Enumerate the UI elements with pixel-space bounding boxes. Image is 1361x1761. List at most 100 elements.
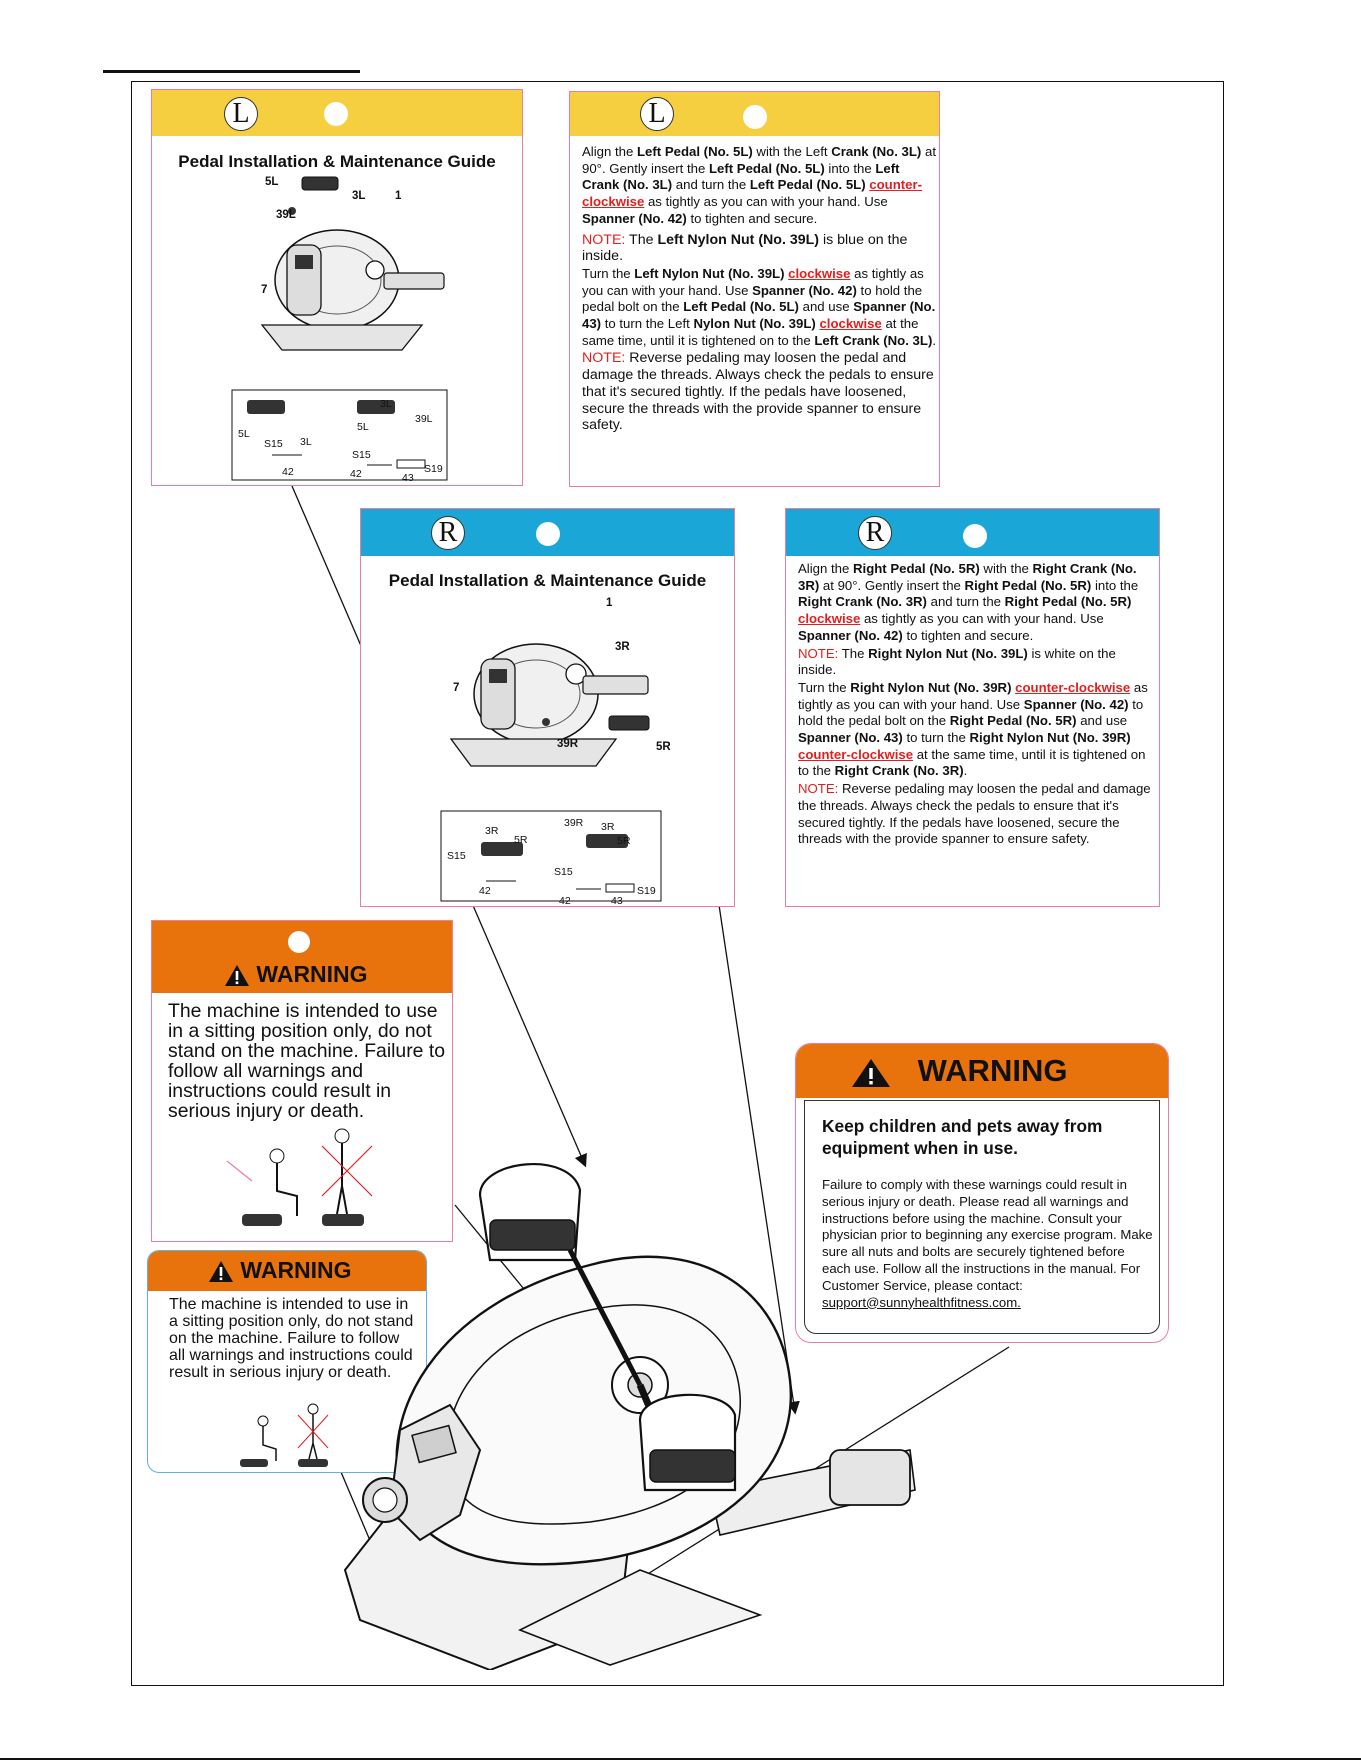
detail-label-43: 43: [402, 472, 414, 484]
seated-strike-line: [226, 1160, 253, 1182]
leader-right-guide: [718, 904, 800, 1415]
detail-label-5r: 5R: [514, 834, 528, 846]
detail-label-s19: S19: [424, 463, 443, 475]
warning-title-row: WARNING: [208, 1257, 352, 1284]
label-7: 7: [453, 682, 459, 694]
detail-pedal-a: [247, 400, 285, 414]
right-instructions-panel: R Align the Right Pedal (No. 5R) with th…: [785, 508, 1160, 907]
console-display: [411, 1424, 457, 1464]
standing-machine: [298, 1459, 328, 1467]
pedal-shape: [301, 176, 339, 191]
warning-inner-border: [804, 1100, 1160, 1334]
right-guide-panel: R Pedal Installation & Maintenance Guide…: [360, 508, 735, 907]
side-letter-badge: L: [640, 97, 674, 131]
warning-body: Failure to comply with these warnings co…: [822, 1177, 1157, 1311]
detail-label-3l: 3L: [300, 436, 312, 448]
warning-children-panel: WARNING Keep children and pets away from…: [795, 1043, 1169, 1343]
foot-plate: [449, 738, 618, 767]
detail-pedal-b: [586, 834, 628, 848]
right-pedal-illustration: 1 3R 7 39R 5R 3R 5R S15 42 39R 3R 5R S15…: [440, 597, 671, 904]
left-instructions-header: L: [570, 92, 939, 136]
instruction-paragraph-2: Turn the Right Nylon Nut (No. 39R) count…: [798, 679, 1148, 779]
instruction-paragraph-2: Turn the Left Nylon Nut (No. 39L) clockw…: [582, 265, 937, 348]
label-5l: 5L: [265, 176, 278, 188]
resistance-knob-center: [372, 1487, 398, 1513]
warning-sitting-small-panel: WARNING The machine is intended to use i…: [147, 1250, 427, 1473]
detail-label-43: 43: [611, 895, 623, 904]
circle-marker: [324, 102, 348, 126]
housing-inner-panel: [446, 1304, 741, 1525]
side-letter-badge: R: [431, 516, 465, 550]
under-desk-bike-illustration: [343, 1163, 916, 1670]
standing-cross-icon: [297, 1414, 329, 1449]
detail-label-3r-b: 3R: [601, 821, 615, 833]
detail-label-s15: S15: [447, 850, 466, 862]
left-pedal-illustration: 5L 3L 1 39L 7 5L S15 3L 42 3L 39L 5L S15…: [231, 176, 448, 484]
instruction-note-2: NOTE: Reverse pedaling may loosen the pe…: [582, 350, 934, 434]
circle-marker: [963, 524, 987, 548]
label-39r: 39R: [557, 738, 579, 750]
label-7: 7: [261, 284, 267, 296]
warning-title: WARNING: [256, 961, 368, 987]
warning-sitting-panel: WARNING The machine is intended to use i…: [151, 920, 453, 1242]
detail-label-39l: 39L: [415, 413, 433, 425]
support-email-link[interactable]: support@sunnyhealthfitness.com.: [822, 1294, 1021, 1310]
detail-label-42: 42: [479, 885, 491, 897]
detail-label-42-b: 42: [559, 895, 571, 904]
detail-label-3r: 3R: [485, 825, 499, 837]
left-guide-panel: L Pedal Installation & Maintenance Guide…: [151, 89, 523, 486]
seated-figure-body: [262, 1426, 277, 1461]
sitting-standing-pictogram: [240, 1403, 329, 1467]
crank-hub: [365, 260, 385, 280]
detail-label-3l-b: 3L: [380, 398, 392, 410]
label-3r: 3R: [615, 641, 630, 653]
seated-figure-head: [269, 1148, 285, 1164]
circle-marker: [743, 105, 767, 129]
detail-label-s19: S19: [637, 885, 656, 897]
detail-label-s15-b: S15: [554, 866, 573, 878]
detail-label-s15: S15: [264, 438, 283, 450]
left-pedal: [489, 1219, 576, 1251]
guide-title: Pedal Installation & Maintenance Guide: [178, 152, 496, 171]
circle-marker: [536, 522, 560, 546]
label-5r: 5R: [656, 741, 671, 753]
detail-label-5l-b: 5L: [357, 421, 369, 433]
nut-shape: [288, 207, 296, 215]
warning-headline: Keep children and pets away from equipme…: [822, 1116, 1103, 1158]
detail-label-5r-b: 5R: [617, 835, 631, 847]
warning-header: WARNING: [148, 1251, 426, 1291]
page-frame: [131, 81, 1224, 1686]
standing-figure-head: [307, 1403, 319, 1415]
warning-title: WARNING: [240, 1257, 352, 1283]
label-3l: 3L: [352, 190, 365, 202]
console-screen: [489, 669, 507, 683]
instruction-note-1: NOTE: The Right Nylon Nut (No. 39L) is w…: [798, 645, 1116, 678]
instruction-note-2: NOTE: Reverse pedaling may loosen the pe…: [798, 781, 1151, 847]
warning-text: The machine is intended to use in a sitt…: [169, 1296, 414, 1381]
detail-pedal-a: [481, 842, 523, 856]
detail-spanner-c: [605, 883, 635, 893]
warning-title: WARNING: [917, 1053, 1068, 1088]
standing-machine: [322, 1214, 364, 1226]
stabilizer-end-cap: [829, 1449, 911, 1506]
guide-title: Pedal Installation & Maintenance Guide: [388, 571, 707, 590]
pedal-shape: [608, 715, 650, 731]
right-instructions-header: R: [786, 509, 1159, 556]
instruction-note-1: NOTE: The Left Nylon Nut (No. 39L) is bl…: [582, 231, 908, 265]
foot-plate: [260, 324, 424, 351]
side-letter-badge: R: [858, 516, 892, 550]
detail-label-39r: 39R: [564, 817, 584, 829]
circle-marker: [288, 931, 310, 953]
detail-box: [440, 810, 662, 902]
detail-pedal-b: [357, 400, 395, 414]
detail-label-42: 42: [282, 466, 294, 478]
warning-header: WARNING: [152, 921, 452, 993]
seated-figure-head: [257, 1415, 269, 1427]
detail-label-42-b: 42: [350, 468, 362, 480]
warning-triangle-icon: [209, 1261, 233, 1283]
warning-triangle-icon: [225, 965, 249, 987]
warning-title-row: WARNING: [224, 961, 368, 988]
crank-hub: [565, 663, 587, 685]
left-crank-arm: [567, 1248, 643, 1387]
seated-machine: [242, 1214, 282, 1226]
